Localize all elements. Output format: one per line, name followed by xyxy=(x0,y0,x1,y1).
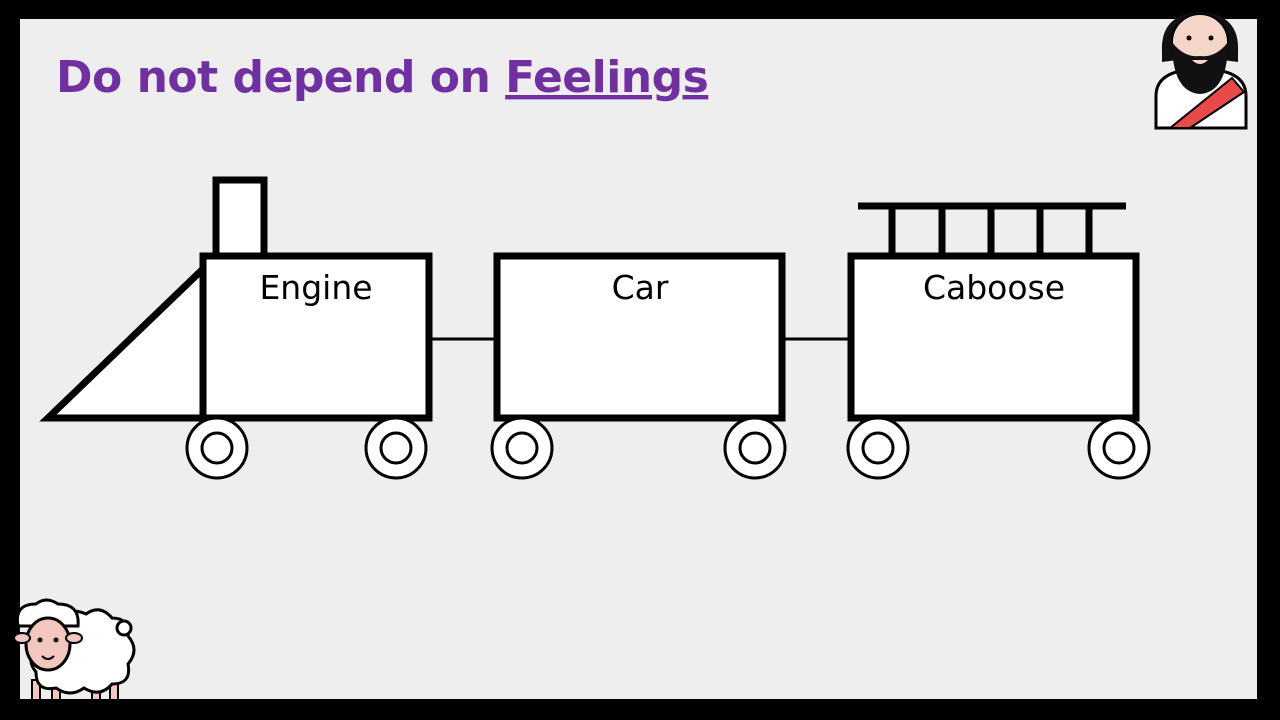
caboose-body xyxy=(847,252,1140,422)
bearded-man-mouth xyxy=(1192,60,1208,64)
slide-title: Do not depend on Feelings xyxy=(56,52,708,103)
bearded-man-eye-right xyxy=(1208,35,1214,41)
engine-wheel-front xyxy=(185,416,249,480)
sheep-eye-left xyxy=(37,637,43,643)
bearded-man-beard xyxy=(1172,42,1228,94)
engine-smokestack xyxy=(212,176,268,260)
engine: Engine xyxy=(39,176,433,480)
title-emphasis: Feelings xyxy=(505,52,708,103)
bearded-man-icon xyxy=(1154,12,1248,130)
engine-label: Engine xyxy=(259,268,372,307)
car: Car xyxy=(490,252,787,480)
car-wheel-rear xyxy=(723,416,787,480)
caboose-wheel-rear xyxy=(1087,416,1151,480)
sheep-eye-right xyxy=(53,637,59,643)
sheep-ear-left xyxy=(13,632,31,644)
car-body xyxy=(493,252,786,422)
sheep-mouth xyxy=(41,655,55,660)
engine-wheel-rear xyxy=(364,416,428,480)
sheep-ear-right xyxy=(65,632,83,644)
caboose-wheel-front xyxy=(846,416,910,480)
sheep-face xyxy=(24,616,72,672)
car-label: Car xyxy=(612,268,669,307)
caboose: Caboose xyxy=(846,202,1151,480)
title-prefix: Do not depend on xyxy=(56,52,505,103)
sheep-head-wool xyxy=(15,598,80,628)
sheep-tail xyxy=(115,619,133,637)
car-wheel-front xyxy=(490,416,554,480)
caboose-railing xyxy=(858,202,1126,256)
train-diagram: Engine Car xyxy=(39,176,1151,480)
sheep-icon xyxy=(13,598,136,701)
bearded-man-sash xyxy=(1167,76,1246,129)
bearded-man-eye-left xyxy=(1186,35,1192,41)
engine-body xyxy=(199,252,433,422)
caboose-label: Caboose xyxy=(923,268,1065,307)
